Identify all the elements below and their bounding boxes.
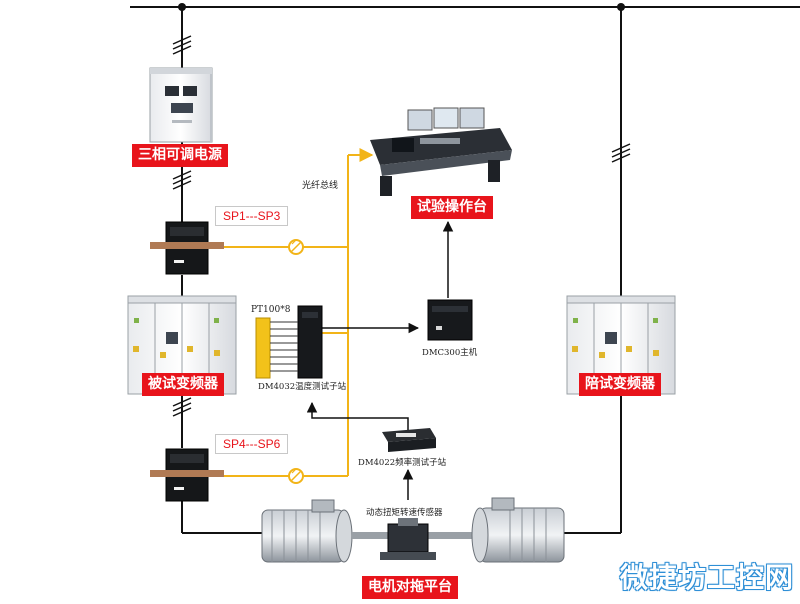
sp-bottom-label: SP4---SP6	[215, 434, 289, 454]
signal-arrows	[306, 220, 454, 500]
three-phase-marks	[172, 35, 631, 417]
dm4032-label: DM4032温度测试子站	[258, 382, 347, 392]
bus-node-right	[617, 3, 625, 11]
sp-top-label: SP1---SP3	[215, 206, 289, 226]
power-supply-cabinet	[149, 67, 213, 143]
power-analyzer-top	[150, 221, 224, 275]
dmc300-label: DMC300主机	[422, 348, 478, 358]
platform-label: 电机对拖平台	[362, 576, 458, 599]
test-console	[370, 107, 512, 196]
bus-node-left	[178, 3, 186, 11]
site-watermark: 微捷坊工控网	[619, 561, 794, 594]
fiber-bus	[210, 148, 374, 477]
pt100-sensor-bundle	[255, 317, 298, 379]
dm4022-module	[382, 428, 436, 452]
pt100-label: PT100*8	[251, 305, 291, 315]
dmc300-host	[427, 299, 473, 341]
fiber-bus-label: 光纤总线	[302, 181, 339, 191]
power-analyzer-bottom	[150, 448, 224, 502]
load-inverter-label: 陪试变频器	[579, 373, 661, 396]
dut-inverter-label: 被试变频器	[142, 373, 224, 396]
motor-left	[261, 499, 353, 563]
torque-sensor	[380, 518, 436, 560]
motor-right	[471, 497, 565, 563]
dm4032-module	[297, 305, 323, 379]
dm4022-label: DM4022频率测试子站	[358, 458, 447, 468]
optical-coupler-icon	[288, 239, 304, 255]
console-label: 试验操作台	[411, 196, 493, 219]
optical-coupler-icon	[288, 468, 304, 484]
power-bus-lines	[130, 6, 800, 534]
power-source-label: 三相可调电源	[132, 144, 228, 167]
torque-sensor-label: 动态扭矩转速传感器	[366, 508, 443, 518]
